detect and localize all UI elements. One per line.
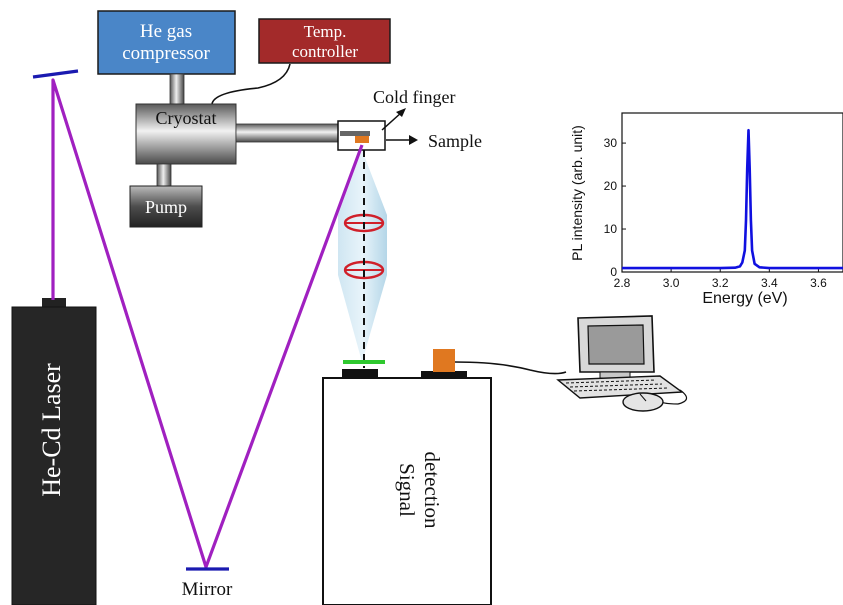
x-tick-label: 3.6 — [810, 276, 827, 290]
detector-port — [433, 349, 455, 372]
cold-finger-arrow — [381, 111, 403, 131]
signal-detection-unit: Signal detection — [322, 349, 492, 605]
x-axis-label: Energy (eV) — [702, 290, 787, 307]
keyboard-icon — [556, 375, 684, 399]
cryostat-pump-tube — [156, 163, 172, 187]
cold-finger-arm — [235, 123, 341, 143]
signal-detection-label-line2: detection — [420, 452, 444, 529]
y-axis: 0 10 20 30 — [604, 136, 626, 279]
he-gas-compressor-label-line1: He gas — [140, 21, 192, 42]
temp-controller-label-line1: Temp. — [304, 22, 347, 41]
computer-cable — [454, 361, 567, 375]
he-gas-compressor: He gas compressor — [97, 10, 236, 75]
x-axis: 2.8 3.0 3.2 3.4 3.6 — [614, 268, 827, 290]
mirror-label: Mirror — [182, 579, 233, 600]
y-tick-label: 0 — [610, 265, 617, 279]
y-axis-label: PL intensity (arb. unit) — [569, 125, 585, 261]
cryostat-label: Cryostat — [156, 108, 217, 128]
x-tick-label: 2.8 — [614, 276, 631, 290]
sample — [355, 136, 369, 143]
x-tick-label: 3.4 — [761, 276, 778, 290]
compressor-cryostat-tube — [169, 73, 185, 105]
y-tick-label: 10 — [604, 222, 618, 236]
pump-label: Pump — [145, 197, 187, 217]
temp-controller: Temp. controller — [258, 18, 391, 64]
cold-finger-label: Cold finger — [373, 87, 456, 107]
x-tick-label: 3.2 — [712, 276, 729, 290]
chart-plot-area — [621, 112, 843, 273]
controller-cable — [211, 63, 291, 105]
x-tick-label: 3.0 — [663, 276, 680, 290]
y-tick-label: 20 — [604, 179, 618, 193]
collected-light-cone — [338, 150, 387, 362]
sample-label: Sample — [428, 131, 482, 151]
pl-spectrum-chart: 2.8 3.0 3.2 3.4 3.6 0 10 20 30 Energy (eV) PL i… — [569, 112, 843, 307]
laser-beam — [51, 78, 364, 569]
mouse-icon — [622, 392, 664, 412]
cold-finger-arrowhead — [396, 108, 406, 117]
computer-icon — [577, 315, 655, 379]
he-gas-compressor-label-line2: compressor — [122, 43, 210, 64]
signal-detection-label-line1: Signal — [395, 463, 419, 517]
temp-controller-label-line2: controller — [292, 42, 358, 61]
y-tick-label: 30 — [604, 136, 618, 150]
top-mirror — [32, 69, 79, 79]
cryostat: Cryostat — [135, 103, 237, 165]
he-cd-laser: He-Cd Laser — [11, 298, 97, 605]
pump: Pump — [129, 185, 203, 228]
sample-arrowhead — [409, 135, 418, 145]
series-line — [622, 128, 843, 270]
laser-label: He-Cd Laser — [37, 363, 66, 497]
